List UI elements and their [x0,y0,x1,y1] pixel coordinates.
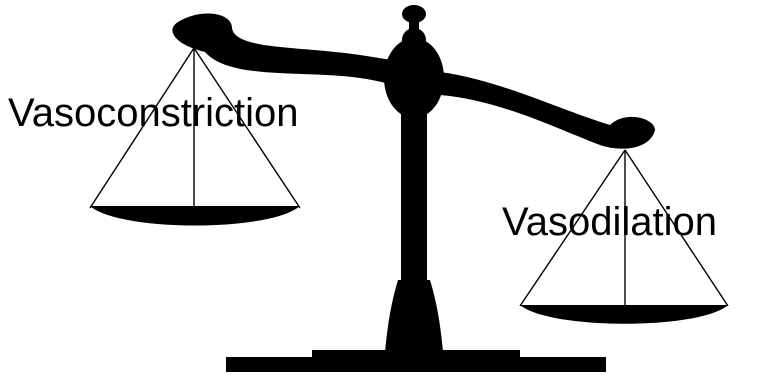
scale-finial [402,5,426,23]
left-pan-strings [89,47,301,209]
left-pan [90,206,300,226]
scale-base-step [312,350,520,357]
left-pan-label: Vasoconstriction [8,91,299,135]
scale-hub-neck [402,28,426,52]
scale-base [226,357,606,372]
right-pan-label: Vasodilation [502,200,717,244]
scale-column [401,110,427,285]
scale-column-foot [385,280,443,352]
right-pan-strings [519,149,729,307]
scale-finial-stem [409,18,419,38]
right-pan [520,305,728,324]
scale-hub [384,38,444,118]
